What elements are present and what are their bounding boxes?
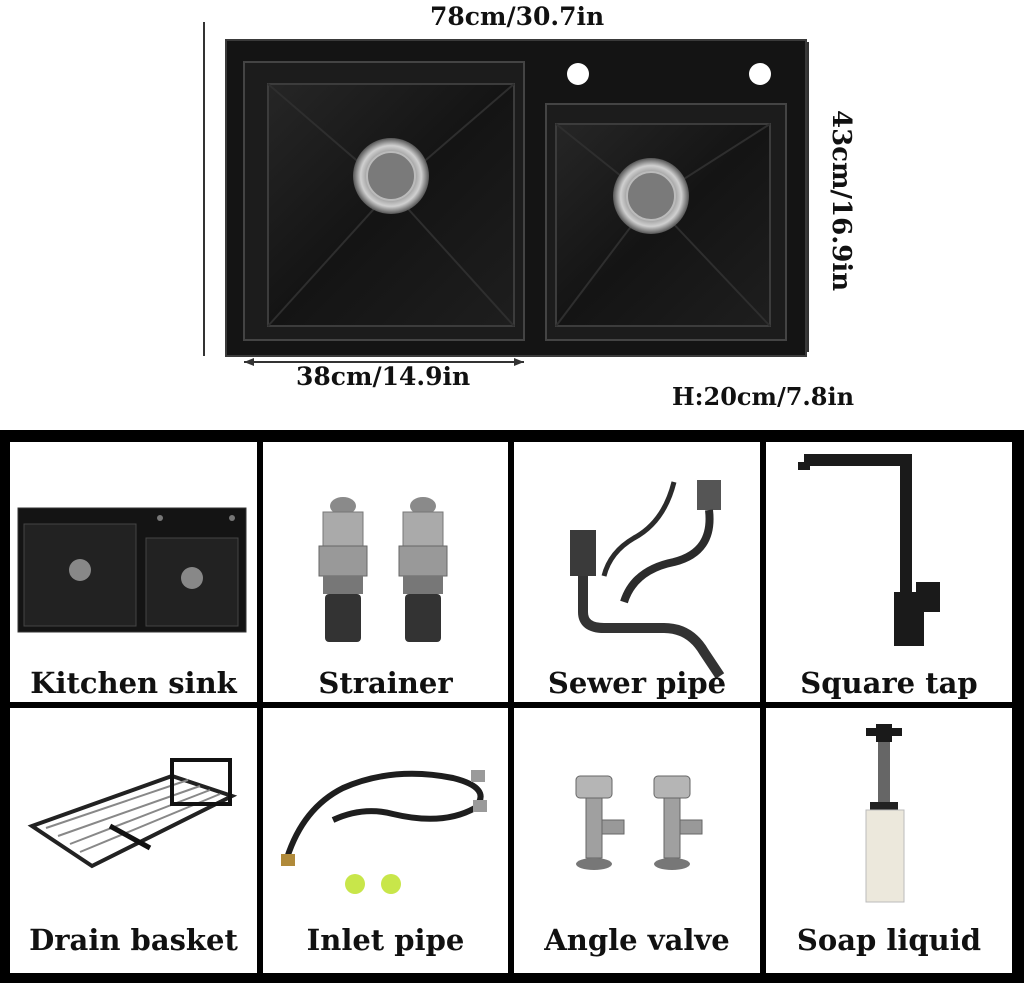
drain-basket-icon <box>27 758 238 869</box>
sink-dimension-diagram: 78cm/30.7in 43cm/16.9in 38cm/14.9in H:20… <box>0 0 1024 430</box>
height-dimension-label: H:20cm/7.8in <box>672 382 855 411</box>
item-angle-valve: Angle valve <box>514 708 760 973</box>
item-label: Inlet pipe <box>306 923 465 957</box>
bowl-width-dimension-label: 38cm/14.9in <box>296 362 471 391</box>
item-label: Square tap <box>800 666 978 700</box>
soap-dispenser-icon <box>865 724 905 903</box>
item-inlet-pipe: Inlet pipe <box>263 708 508 973</box>
item-drain-basket: Drain basket <box>10 708 257 973</box>
sewer-pipe-icon <box>570 480 725 679</box>
inlet-pipe-icon <box>281 770 487 894</box>
item-kitchen-sink: Kitchen sink <box>10 442 257 702</box>
item-label: Angle valve <box>544 923 730 957</box>
item-square-tap: Square tap <box>766 442 1012 702</box>
angle-valve-icon <box>575 775 703 870</box>
item-label: Drain basket <box>29 923 238 957</box>
width-dimension-label: 78cm/30.7in <box>430 2 605 31</box>
item-label: Kitchen sink <box>30 666 237 700</box>
sink-top-view-icon <box>203 22 809 366</box>
item-strainer: Strainer <box>263 442 508 702</box>
strainer-icon <box>318 497 448 642</box>
square-tap-icon <box>798 454 940 646</box>
accessory-grid: Kitchen sink Strainer <box>0 430 1024 983</box>
item-label: Strainer <box>318 666 453 700</box>
item-soap-liquid: Soap liquid <box>766 708 1012 973</box>
item-label: Soap liquid <box>796 923 982 957</box>
kitchen-sink-icon <box>17 507 247 633</box>
depth-dimension-label: 43cm/16.9in <box>826 110 856 292</box>
item-label: Sewer pipe <box>547 666 727 700</box>
item-sewer-pipe: Sewer pipe <box>514 442 760 702</box>
